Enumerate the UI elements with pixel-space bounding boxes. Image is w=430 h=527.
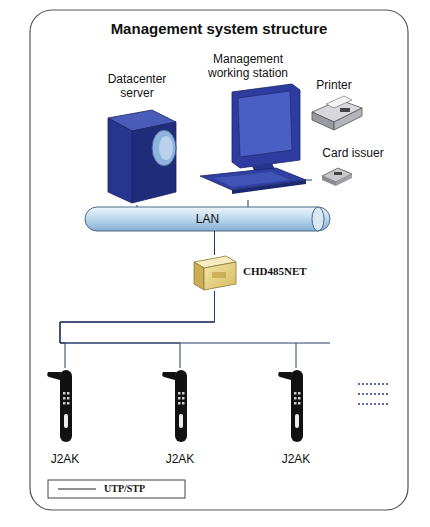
node-label: Printer [306,78,362,92]
continuation-marks [358,384,388,404]
outer-frame [30,10,408,510]
lock-node: J2AK [160,368,200,468]
server-illustration [108,110,176,203]
node-label: Card issuer [312,146,394,160]
cable-line [60,291,215,368]
workstation-illustration [200,84,306,194]
cable-line [60,291,296,368]
node-label: J2AK [160,452,200,466]
lan-band: LAN [85,207,330,231]
card-issuer-illustration [322,168,352,186]
legend-text: UTP/STP [104,482,145,496]
node-label: J2AK [276,452,316,466]
node-label: CHD485NET [243,264,307,278]
lock-node: J2AK [45,368,85,468]
lock-illustration [47,370,303,442]
converter-node: CHD485NET [193,255,236,291]
cable-line [248,200,249,207]
converter-illustration [194,256,236,290]
lock-node: J2AK [276,368,316,468]
lan-pipe [85,207,330,231]
node-label: LAN [85,212,330,226]
cable-line [137,205,138,207]
cable-line [304,180,312,181]
legend-frame [48,480,185,498]
bus-line [296,343,330,344]
cable-line [60,291,215,368]
diagram-title: Management system structure [30,20,408,38]
cable-line [214,231,215,255]
printer-illustration [312,96,362,130]
card-issuer-node: Card issuer [312,146,394,184]
node-label: Management working station [192,52,304,80]
server-node: Datacenter server [92,72,182,205]
legend-sample-line [58,489,96,490]
node-label: J2AK [45,452,85,466]
node-label: Datacenter server [92,72,182,100]
printer-node: Printer [306,78,362,128]
workstation-node: Management working station [192,52,304,200]
